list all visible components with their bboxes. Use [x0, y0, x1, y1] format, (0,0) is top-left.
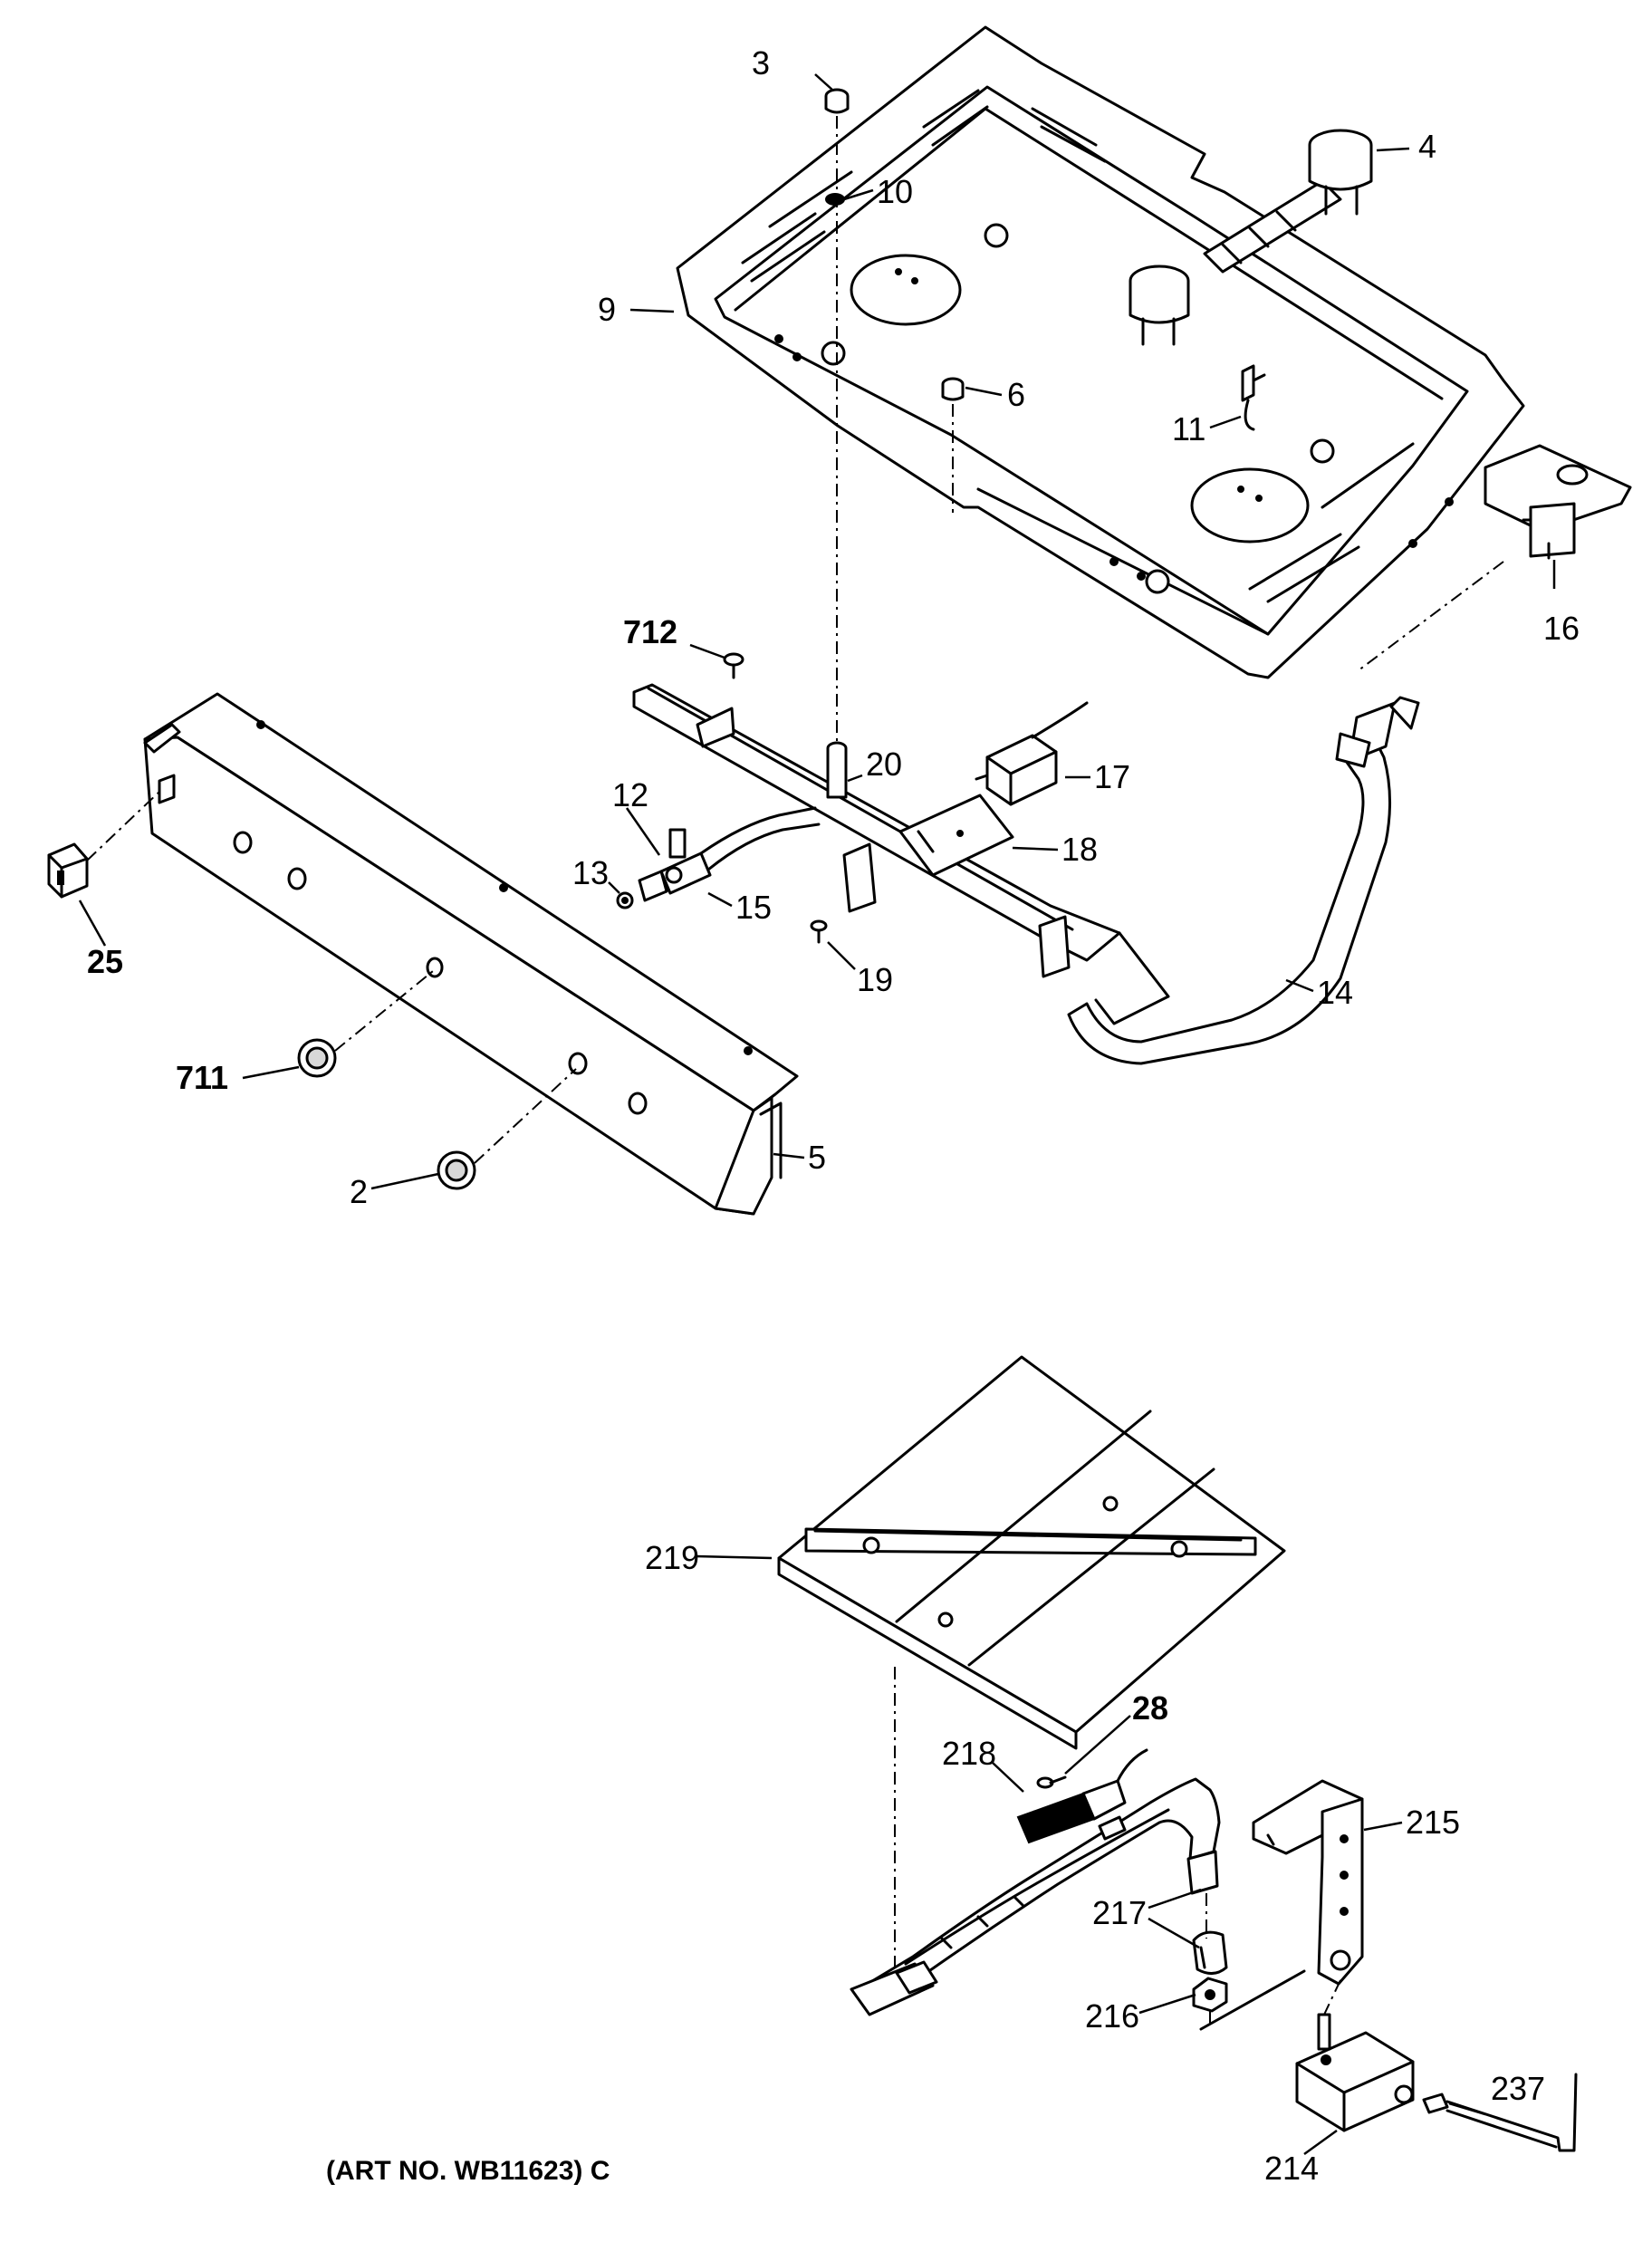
callout-237: 237 — [1491, 2070, 1545, 2107]
art-number: (ART NO. WB11623) C — [326, 2156, 610, 2186]
callout-17: 17 — [1094, 758, 1130, 795]
callout-16: 16 — [1543, 610, 1580, 647]
center-line — [474, 1068, 577, 1164]
callout-711: 711 — [176, 1059, 228, 1096]
capillary-tube — [1422, 2073, 1578, 2152]
callout-218: 218 — [942, 1735, 996, 1772]
nut-216 — [1192, 1977, 1228, 2013]
callout-18: 18 — [1061, 831, 1098, 868]
igniter — [1016, 1748, 1148, 1844]
ignition-switch — [975, 701, 1089, 806]
callout-219: 219 — [645, 1539, 699, 1576]
callout-15: 15 — [735, 889, 772, 926]
oven-valve — [638, 806, 821, 902]
callout-215: 215 — [1406, 1804, 1460, 1841]
burner-bracket — [1252, 1779, 1364, 1986]
callout-6: 6 — [1007, 376, 1025, 413]
callout-9: 9 — [598, 291, 616, 328]
switch-25 — [47, 842, 89, 899]
manifold-stud — [826, 741, 848, 799]
center-line — [334, 970, 434, 1052]
electrode-bracket — [1241, 364, 1266, 431]
callout-10: 10 — [877, 173, 913, 210]
screw-712 — [723, 652, 744, 679]
callout-28: 28 — [1132, 1689, 1168, 1727]
callout-11: 11 — [1172, 410, 1205, 447]
grommet-10 — [825, 193, 845, 206]
center-line — [86, 791, 160, 861]
callout-13: 13 — [572, 854, 609, 891]
callout-3: 3 — [752, 44, 770, 82]
screw-3 — [824, 88, 850, 114]
control-panel — [143, 692, 799, 1216]
burner-baffle — [777, 1355, 1286, 1750]
callout-14: 14 — [1317, 974, 1353, 1011]
callout-25: 25 — [87, 943, 123, 980]
callout-712: 712 — [623, 613, 677, 650]
callout-216: 216 — [1085, 1997, 1139, 2035]
callout-19: 19 — [857, 961, 893, 998]
broil-burner — [850, 1777, 1221, 2016]
burner-box — [676, 25, 1525, 679]
top-burner-valves — [1129, 129, 1373, 346]
callout-217: 217 — [1092, 1894, 1147, 1931]
screw-28 — [1036, 1775, 1067, 1789]
callout-20: 20 — [866, 746, 902, 783]
screw-6 — [941, 377, 965, 401]
switch-bracket — [898, 794, 1014, 877]
center-line — [1323, 1979, 1341, 2016]
bezel-711 — [297, 1038, 337, 1078]
center-line — [1199, 1969, 1306, 2031]
callout-214: 214 — [1264, 2150, 1319, 2187]
gas-manifold — [632, 683, 1420, 1065]
bezel-2 — [437, 1150, 476, 1190]
callout-4: 4 — [1418, 128, 1436, 165]
center-line — [1358, 561, 1504, 671]
callout-12: 12 — [612, 776, 648, 813]
pressure-regulator — [1484, 444, 1632, 560]
callout-2: 2 — [350, 1173, 368, 1210]
broil-valve — [1295, 2013, 1415, 2132]
screw-19 — [810, 919, 828, 944]
orifice-holder — [1186, 1850, 1228, 1975]
nut-13 — [616, 891, 634, 909]
callout-5: 5 — [808, 1139, 826, 1176]
